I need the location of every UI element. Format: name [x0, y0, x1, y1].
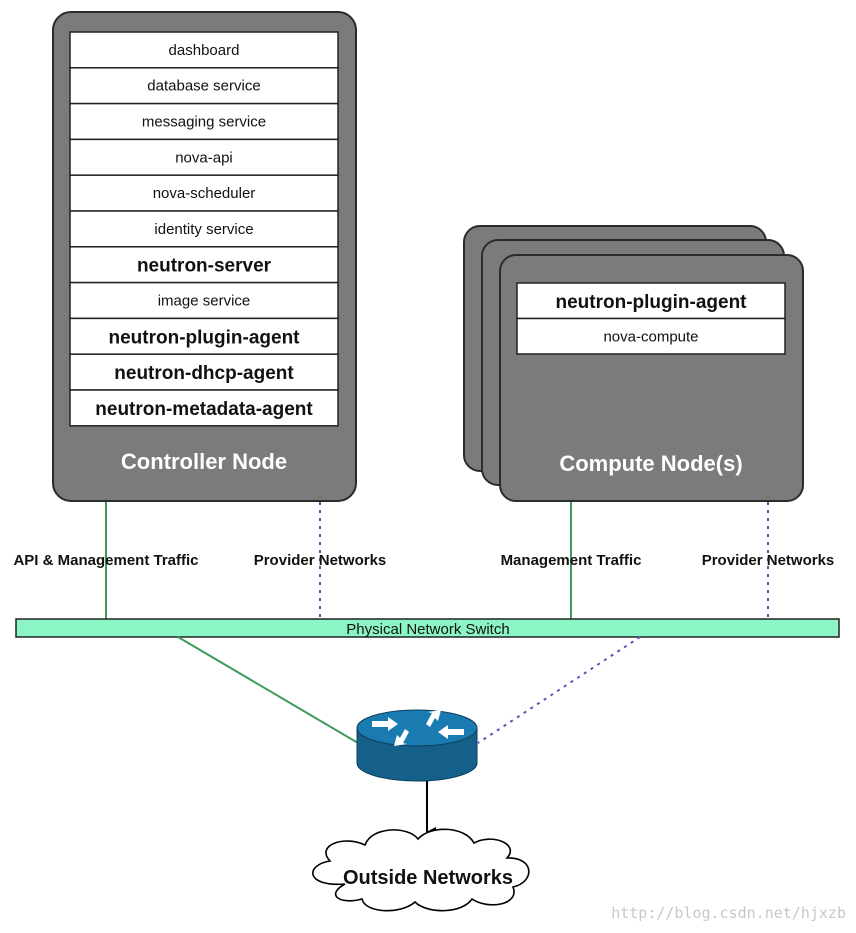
api-management-traffic-label: API & Management Traffic	[13, 552, 198, 569]
controller-service-box	[69, 281, 339, 320]
controller-service-box	[69, 67, 339, 105]
switch-router-management-link	[177, 636, 359, 744]
controller-service-label: neutron-metadata-agent	[95, 399, 313, 420]
controller-service-label: neutron-dhcp-agent	[114, 363, 294, 384]
watermark-text: http://blog.csdn.net/hjxzb	[611, 904, 846, 922]
controller-services-stack: dashboard database service messaging servi…	[69, 31, 339, 427]
compute-node-title: Compute Node(s)	[559, 451, 742, 476]
compute-service-label: neutron-plugin-agent	[555, 292, 747, 313]
router-icon	[356, 709, 478, 782]
controller-node-title: Controller Node	[121, 449, 287, 474]
controller-node: dashboard database service messaging servi…	[52, 11, 357, 502]
physical-network-switch-label: Physical Network Switch	[346, 621, 509, 638]
controller-service-box	[69, 31, 339, 69]
outside-networks-cloud: Outside Networks	[312, 828, 530, 912]
compute-service-label: nova-compute	[603, 328, 698, 345]
provider-networks-label-compute: Provider Networks	[702, 552, 835, 569]
controller-service-label: nova-scheduler	[153, 185, 256, 202]
controller-service-box	[69, 353, 339, 391]
compute-nodes: neutron-plugin-agent nova-compute Compute…	[463, 225, 804, 502]
controller-service-label: identity service	[154, 221, 253, 238]
controller-service-label: neutron-plugin-agent	[108, 327, 300, 348]
controller-service-label: dashboard	[169, 42, 240, 59]
provider-networks-label-controller: Provider Networks	[254, 552, 387, 569]
compute-services-stack: neutron-plugin-agent nova-compute	[516, 282, 786, 355]
switch-router-provider-link	[477, 636, 641, 744]
compute-service-box	[516, 282, 786, 320]
controller-service-label: neutron-server	[137, 256, 272, 277]
compute-service-box	[516, 317, 786, 355]
physical-network-switch: Physical Network Switch	[15, 618, 840, 638]
controller-service-label: database service	[147, 78, 260, 95]
controller-service-box	[69, 102, 339, 141]
controller-service-label: image service	[158, 293, 251, 310]
management-traffic-label: Management Traffic	[501, 552, 642, 569]
controller-service-label: messaging service	[142, 114, 266, 131]
controller-service-label: nova-api	[175, 149, 233, 166]
controller-service-box	[69, 389, 339, 427]
controller-service-box	[69, 246, 339, 284]
controller-service-box	[69, 317, 339, 355]
outside-networks-label: Outside Networks	[343, 867, 513, 889]
